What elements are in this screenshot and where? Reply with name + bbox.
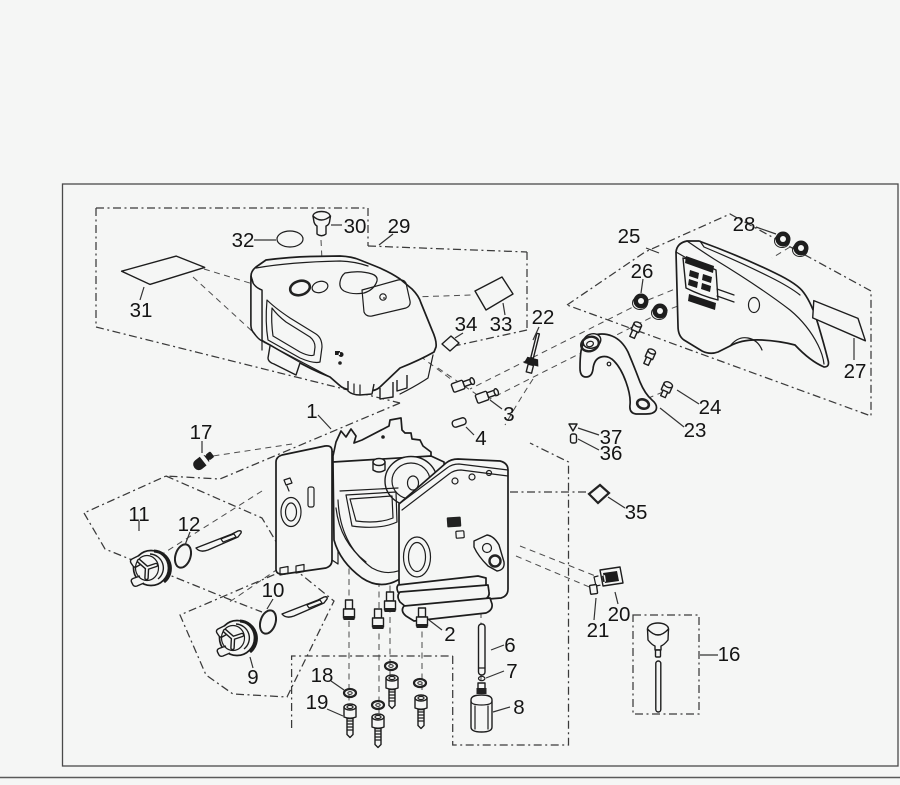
svg-text:34: 34 (455, 313, 478, 336)
svg-text:37: 37 (600, 426, 623, 449)
svg-text:24: 24 (699, 396, 722, 419)
svg-text:9: 9 (247, 666, 258, 689)
svg-text:12: 12 (178, 513, 201, 536)
svg-text:21: 21 (587, 619, 610, 642)
svg-text:2: 2 (444, 623, 455, 646)
svg-text:11: 11 (128, 503, 149, 526)
svg-text:31: 31 (130, 299, 153, 322)
svg-text:18: 18 (311, 664, 334, 687)
svg-text:7: 7 (506, 660, 517, 683)
svg-text:20: 20 (608, 603, 631, 626)
svg-text:17: 17 (190, 421, 213, 444)
svg-text:22: 22 (532, 306, 555, 329)
svg-text:25: 25 (618, 225, 641, 248)
svg-text:23: 23 (684, 419, 707, 442)
svg-text:6: 6 (504, 634, 515, 657)
svg-text:10: 10 (262, 579, 285, 602)
svg-text:33: 33 (490, 313, 513, 336)
svg-text:3: 3 (503, 403, 514, 426)
svg-text:35: 35 (625, 501, 648, 524)
svg-text:16: 16 (718, 643, 741, 666)
svg-text:32: 32 (232, 229, 255, 252)
svg-text:27: 27 (844, 360, 867, 383)
svg-text:36: 36 (600, 442, 623, 465)
svg-text:29: 29 (388, 215, 411, 238)
svg-text:1: 1 (306, 400, 317, 423)
svg-text:30: 30 (344, 215, 367, 238)
svg-text:28: 28 (733, 213, 756, 236)
svg-text:19: 19 (306, 691, 329, 714)
svg-text:8: 8 (513, 696, 524, 719)
svg-text:4: 4 (475, 427, 486, 450)
svg-text:26: 26 (631, 260, 654, 283)
